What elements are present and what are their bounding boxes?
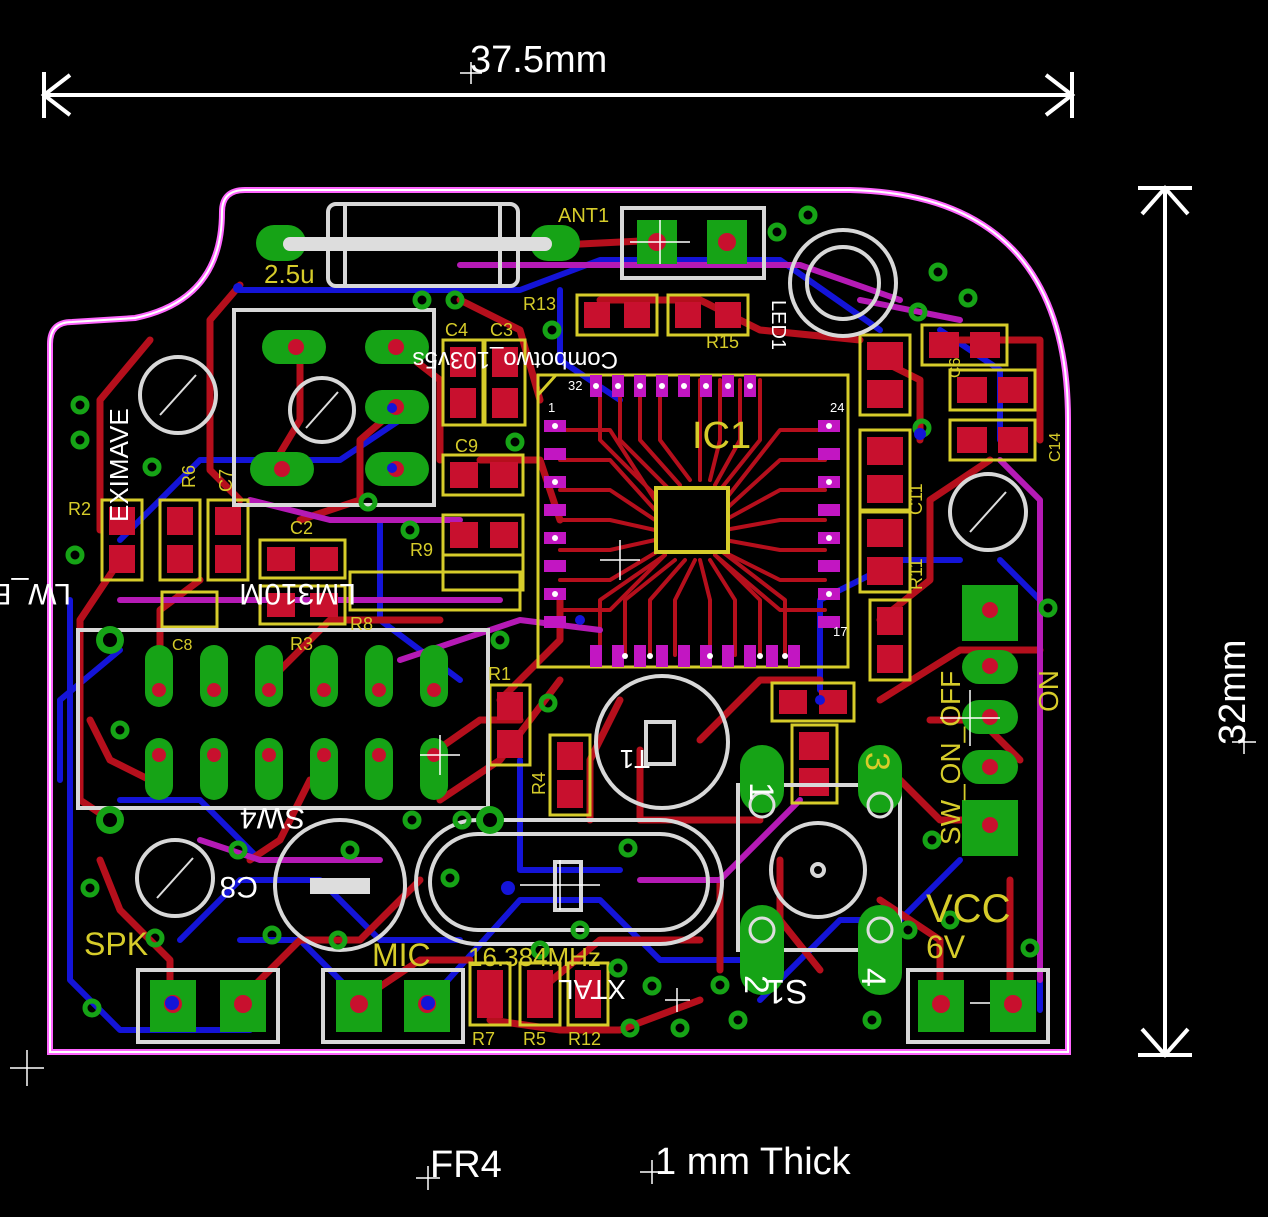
c7-label: C7	[216, 469, 236, 492]
height-dimension	[1138, 184, 1192, 1059]
height-label: 32mm	[1212, 639, 1254, 745]
r12-label: R12	[568, 1029, 601, 1049]
r5-label: R5	[523, 1029, 546, 1049]
s1-label: S1	[766, 972, 808, 1010]
r8-label: R8	[350, 614, 373, 634]
ic1-label: IC1	[692, 415, 751, 457]
c9-label: C9	[455, 436, 478, 456]
s1-pin2-label: 2	[737, 975, 775, 994]
r11-label: R11	[906, 558, 926, 590]
c8-label: C8	[220, 870, 258, 903]
vias	[65, 205, 1058, 1038]
t1-label: T1	[620, 744, 650, 774]
sw4-label: SW4	[240, 801, 305, 834]
origin-crosshairs	[10, 62, 1256, 1190]
thickness-label: 1 mm Thick	[655, 1141, 852, 1183]
inductor-value-label: 2.5u	[264, 259, 315, 289]
lw-part-label: LW_ED_S5_0D	[0, 577, 71, 610]
r3-label: R3	[290, 634, 313, 654]
component-labels: IC1 Combotwo_103v5s 1 17 24 32 ANT1 LED1…	[0, 205, 1064, 1049]
s1-pin1-label: 1	[742, 782, 780, 801]
s1-pin3-label: 3	[858, 752, 896, 771]
material-label: FR4	[430, 1144, 502, 1186]
through-hole-parts	[76, 202, 1050, 1044]
r9-label: R9	[410, 540, 433, 560]
c11-label: C11	[906, 483, 926, 515]
r6-label: R6	[179, 465, 199, 488]
xtal-value-label: 16.384MHz	[468, 942, 601, 972]
c4-label: C4	[445, 320, 468, 340]
eximave-label: EXIMAVE	[104, 408, 134, 522]
r4-label: R4	[529, 772, 549, 795]
vcc-value-label: 6V	[926, 929, 966, 965]
ic1-pin1-label: 1	[548, 400, 555, 415]
ant1-label: ANT1	[558, 205, 609, 227]
ic1-pin17-label: 17	[833, 624, 847, 639]
ic1-pin24-label: 24	[830, 400, 844, 415]
r15-label: R15	[706, 332, 739, 352]
width-label: 37.5mm	[470, 39, 607, 81]
part-crosshairs	[420, 220, 1000, 1012]
c6-label: C6	[947, 357, 964, 378]
ic1-fanout	[558, 378, 827, 657]
lm-part-label: LM310M	[239, 577, 356, 610]
on-label: ON	[1033, 670, 1064, 712]
r2-label: R2	[68, 499, 91, 519]
led1-label: LED1	[767, 300, 789, 350]
ic1-pin32-label: 32	[568, 378, 582, 393]
width-dimension	[40, 72, 1076, 118]
r7-label: R7	[472, 1029, 495, 1049]
c14-label: C14	[1047, 433, 1064, 462]
spk-label: SPK	[84, 926, 148, 962]
r1-label: R1	[488, 664, 511, 684]
mic-label: MIC	[372, 937, 431, 973]
ic1-value-label: Combotwo_103v5s	[413, 346, 618, 373]
c2-label: C2	[290, 518, 313, 538]
xtal-label: XTAL	[558, 974, 626, 1005]
s1-pin4-label: 4	[854, 968, 892, 987]
r13-label: R13	[523, 294, 556, 314]
sw-on-off-label: SW_ON_OFF	[935, 671, 966, 845]
ic1-package	[536, 373, 850, 669]
vcc-label: VCC	[926, 887, 1010, 931]
c3-label: C3	[490, 320, 513, 340]
smd-parts	[100, 293, 1037, 1027]
c8-small-label: C8	[172, 637, 193, 654]
